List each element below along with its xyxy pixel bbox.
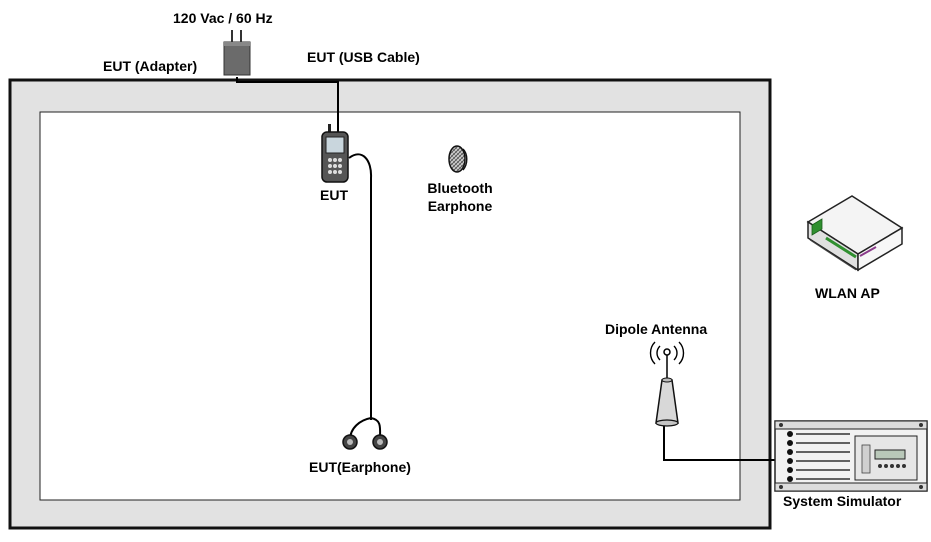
chamber <box>8 78 772 530</box>
power-adapter-icon <box>223 30 251 76</box>
dipole-antenna-label: Dipole Antenna <box>605 321 708 337</box>
bluetooth-earphone-label-line1: Bluetooth <box>427 180 493 196</box>
eut-earphone-label: EUT(Earphone) <box>309 459 411 475</box>
bluetooth-earphone-label-line2: Earphone <box>427 198 493 214</box>
mobile-phone-icon <box>321 124 349 183</box>
usb-cable <box>236 77 339 135</box>
antenna-cable <box>663 425 790 461</box>
system-simulator-label: System Simulator <box>783 493 902 509</box>
adapter-label: EUT (Adapter) <box>103 58 198 74</box>
wlan-ap-label: WLAN AP <box>815 285 880 301</box>
earphone-cable <box>348 153 373 420</box>
bluetooth-earphone-icon <box>448 145 468 173</box>
power-source-label: 120 Vac / 60 Hz <box>173 10 273 26</box>
usb-cable-label: EUT (USB Cable) <box>307 49 420 65</box>
rack-simulator-icon <box>774 420 928 492</box>
eut-label: EUT <box>320 187 348 203</box>
wireless-router-icon <box>806 195 904 272</box>
wired-earphone-icon <box>342 434 388 450</box>
chamber-inner-area <box>39 111 741 501</box>
dipole-antenna-icon <box>649 341 685 427</box>
